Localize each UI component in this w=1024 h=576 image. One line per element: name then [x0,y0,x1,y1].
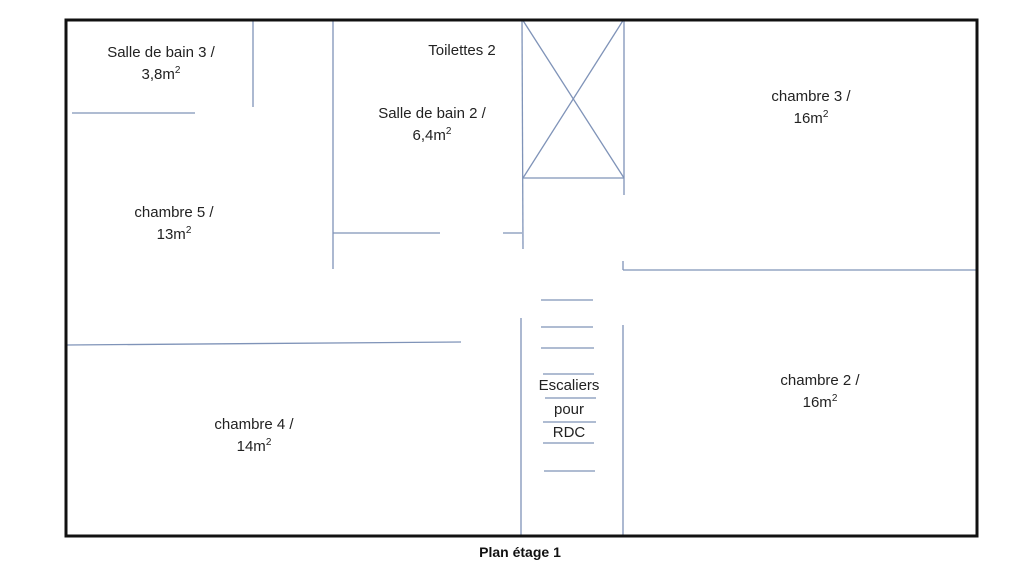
room-label-chambre-3: chambre 3 / 16m2 [771,86,850,130]
room-label-chambre-5: chambre 5 / 13m2 [134,202,213,246]
room-area: 6,4m [412,127,446,144]
stairs-text: RDC [552,424,586,441]
room-label-toilettes-2: Toilettes 2 [428,40,496,62]
room-label-chambre-4: chambre 4 / 14m2 [214,414,293,458]
room-label-salle-de-bain-2: Salle de bain 2 / 6,4m2 [378,103,486,147]
unit-superscript: 2 [822,109,829,120]
room-name: Toilettes 2 [428,42,496,59]
plan-caption: Plan étage 1 [479,544,561,560]
room-label-salle-de-bain-3: Salle de bain 3 / 3,8m2 [107,42,215,86]
toilet-diagonal [522,18,625,179]
outer-wall [64,18,979,538]
stairs-text: Escaliers [538,377,600,394]
room-name: chambre 2 / [780,372,860,389]
room-area: 3,8m [141,66,175,83]
stairs-label: Escaliers pour RDC [539,374,600,445]
stairs-text: pour [553,400,585,418]
unit-superscript: 2 [265,437,272,448]
partition-wall [521,18,524,250]
room-area: 13m [156,226,186,243]
room-name: chambre 3 / [771,88,851,105]
unit-superscript: 2 [445,126,452,137]
room-label-chambre-2: chambre 2 / 16m2 [780,370,859,414]
unit-superscript: 2 [831,393,838,404]
room-area: 14m [236,438,266,455]
partition-wall [66,341,462,346]
room-name: Salle de bain 3 / [107,44,215,61]
room-name: chambre 4 / [214,416,294,433]
unit-superscript: 2 [185,225,192,236]
room-area: 16m [793,110,823,127]
room-name: Salle de bain 2 / [378,105,486,122]
room-name: chambre 5 / [134,204,214,221]
unit-superscript: 2 [174,65,181,76]
room-area: 16m [802,394,832,411]
